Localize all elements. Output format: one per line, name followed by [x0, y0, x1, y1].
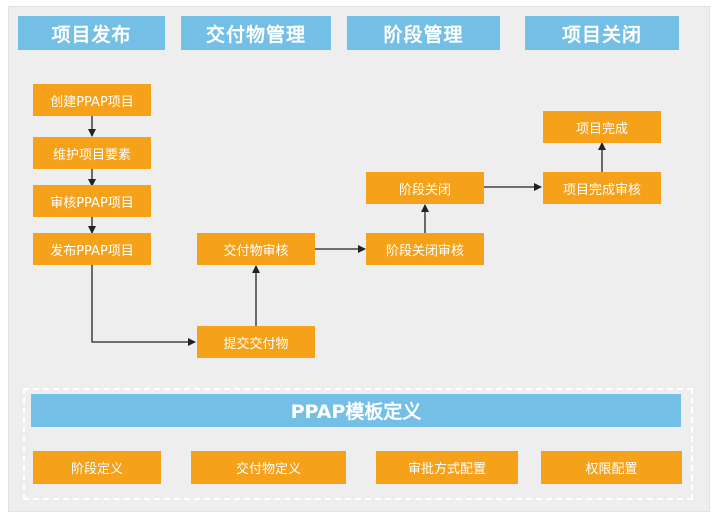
box-publish-ppap: 发布PPAP项目	[33, 233, 151, 265]
header-release: 项目发布	[18, 16, 165, 50]
template-item-stage-definition: 阶段定义	[33, 451, 161, 484]
header-close: 项目关闭	[525, 16, 679, 50]
header-deliverables: 交付物管理	[181, 16, 331, 50]
box-maintain-elements: 维护项目要素	[33, 137, 151, 169]
template-item-permission-config: 权限配置	[541, 451, 682, 484]
box-submit-deliverable: 提交交付物	[197, 326, 315, 358]
box-review-ppap: 审核PPAP项目	[33, 185, 151, 217]
box-create-ppap: 创建PPAP项目	[33, 84, 151, 116]
box-stage-close: 阶段关闭	[366, 172, 484, 204]
box-project-complete-review: 项目完成审核	[543, 172, 661, 204]
box-stage-close-review: 阶段关闭审核	[366, 233, 484, 265]
template-section	[23, 388, 693, 500]
template-item-approval-config: 审批方式配置	[376, 451, 518, 484]
template-item-deliverable-definition: 交付物定义	[191, 451, 346, 484]
box-project-complete: 项目完成	[543, 111, 661, 143]
arrow-publish-submit	[91, 265, 196, 346]
header-stage: 阶段管理	[347, 16, 500, 50]
template-title: PPAP模板定义	[31, 394, 681, 427]
box-deliverable-review: 交付物审核	[197, 233, 315, 265]
